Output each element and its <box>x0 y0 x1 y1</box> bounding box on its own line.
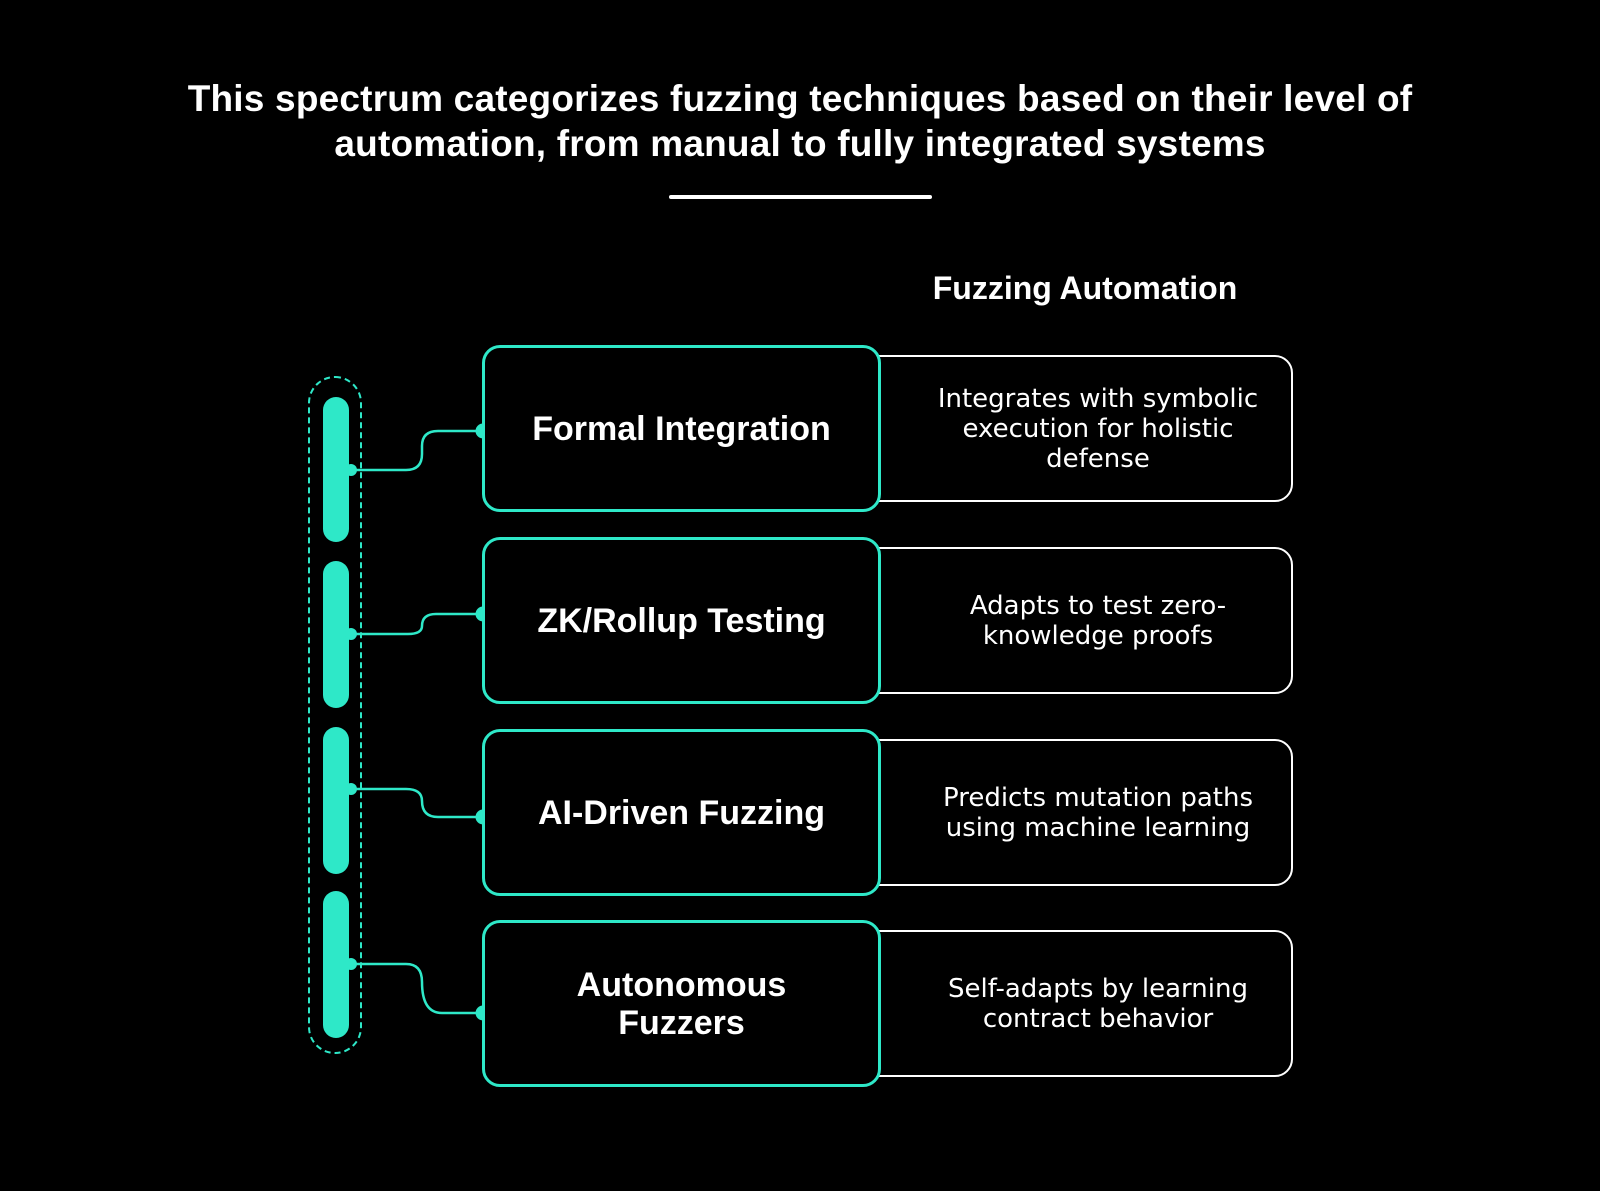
technique-box-1: Formal Integration <box>482 345 881 512</box>
technique-label-2: ZK/Rollup Testing <box>537 601 826 640</box>
description-box-2: Adapts to test zero-knowledge proofs <box>860 547 1293 694</box>
description-box-1: Integrates with symbolic execution for h… <box>860 355 1293 502</box>
connector-3 <box>351 787 483 819</box>
technique-box-4: Autonomous Fuzzers <box>482 920 881 1087</box>
description-text-4: Self-adapts by learning contract behavio… <box>948 973 1248 1034</box>
spectrum-bar-3 <box>323 727 349 874</box>
connector-1 <box>351 429 483 472</box>
technique-box-3: AI-Driven Fuzzing <box>482 729 881 896</box>
spectrum-dashed-frame <box>308 376 362 1054</box>
spectrum-bar-4 <box>323 891 349 1038</box>
connector-4 <box>351 962 483 1015</box>
title-underline <box>669 195 932 199</box>
spectrum-bar-1 <box>323 397 349 542</box>
technique-label-1: Formal Integration <box>532 409 831 448</box>
description-box-4: Self-adapts by learning contract behavio… <box>860 930 1293 1077</box>
technique-box-2: ZK/Rollup Testing <box>482 537 881 704</box>
section-header: Fuzzing Automation <box>932 270 1238 306</box>
technique-label-3: AI-Driven Fuzzing <box>537 793 826 832</box>
description-text-2: Adapts to test zero-knowledge proofs <box>969 590 1227 651</box>
spectrum-bar-2 <box>323 561 349 708</box>
connector-2 <box>351 612 483 636</box>
diagram-title: This spectrum categorizes fuzzing techni… <box>187 78 1413 164</box>
description-text-3: Predicts mutation paths using machine le… <box>942 782 1254 843</box>
description-box-3: Predicts mutation paths using machine le… <box>860 739 1293 886</box>
description-text-1: Integrates with symbolic execution for h… <box>937 383 1259 474</box>
technique-label-4: Autonomous Fuzzers <box>576 965 787 1042</box>
